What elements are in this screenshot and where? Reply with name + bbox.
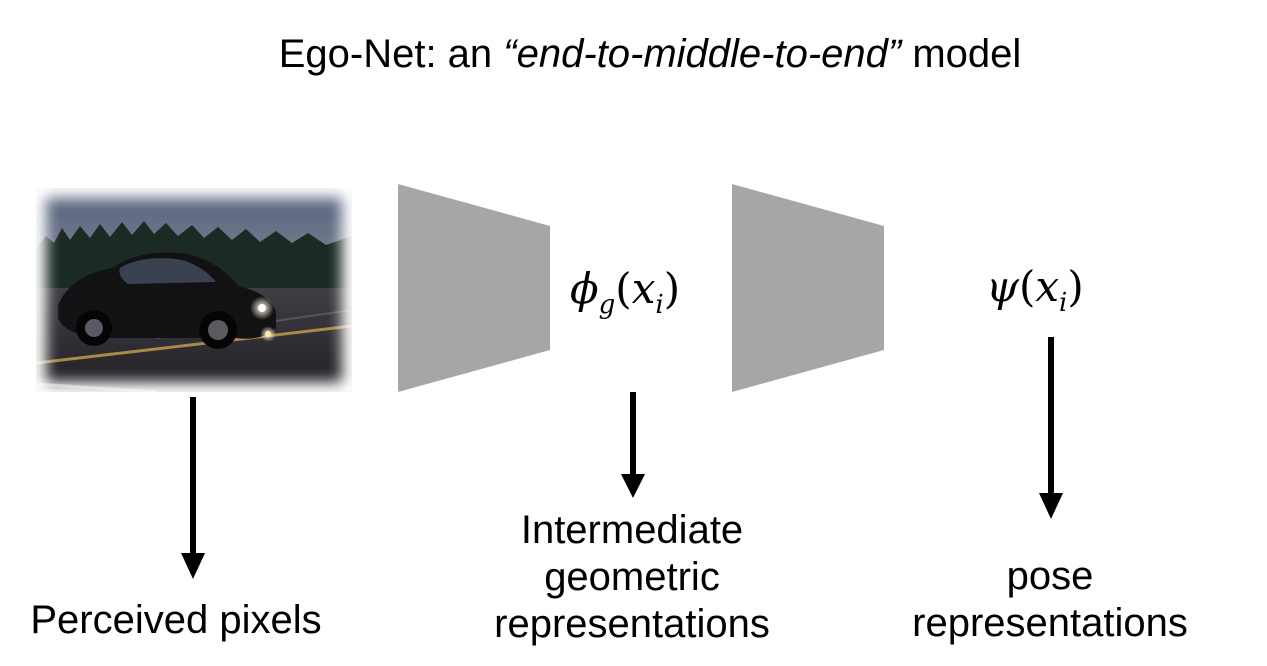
caption-intermediate-line3: representations: [494, 602, 770, 646]
psi-close-paren: ): [1067, 262, 1084, 311]
encoder-block-1: [398, 184, 550, 392]
phi-variable-subscript: i: [655, 290, 664, 320]
phi-subscript: g: [598, 290, 616, 320]
caption-intermediate-line1: Intermediate: [520, 508, 744, 552]
phi-symbol: ϕ: [570, 264, 599, 313]
psi-variable-subscript: i: [1059, 288, 1068, 318]
phi-formula: ϕg(xi): [570, 264, 680, 330]
caption-perceived-pixels: Perceived pixels: [30, 598, 322, 642]
psi-open-paren: (: [1018, 262, 1036, 311]
phi-close-paren: ): [663, 264, 681, 313]
phi-open-paren: (: [615, 264, 632, 313]
caption-pose: pose representations: [890, 553, 1210, 647]
phi-variable: x: [631, 264, 656, 313]
psi-formula: ψ(xi): [986, 262, 1084, 328]
slide-title: Ego-Net: an “end-to-middle-to-end” model: [0, 30, 1267, 78]
caption-intermediate-line2: geometric: [544, 555, 720, 599]
caption-intermediate: Intermediate geometric representations: [472, 507, 792, 648]
car-photo-icon: [36, 188, 352, 392]
car-photo-illustration: [36, 188, 352, 392]
caption-pose-line2: representations: [912, 601, 1188, 645]
title-emphasis: “end-to-middle-to-end”: [503, 32, 902, 76]
title-suffix: model: [901, 32, 1022, 76]
arrow-down-icon-intermediate: [621, 392, 645, 498]
caption-pose-line1: pose: [1006, 554, 1094, 598]
psi-variable: x: [1035, 262, 1060, 311]
psi-symbol: ψ: [986, 262, 1019, 311]
arrow-down-icon-pixels: [181, 397, 205, 579]
car-shape: [58, 252, 276, 349]
arrow-down-icon-pose: [1039, 337, 1063, 519]
encoder-block-2: [732, 184, 884, 392]
title-prefix: Ego-Net: an: [278, 32, 504, 76]
